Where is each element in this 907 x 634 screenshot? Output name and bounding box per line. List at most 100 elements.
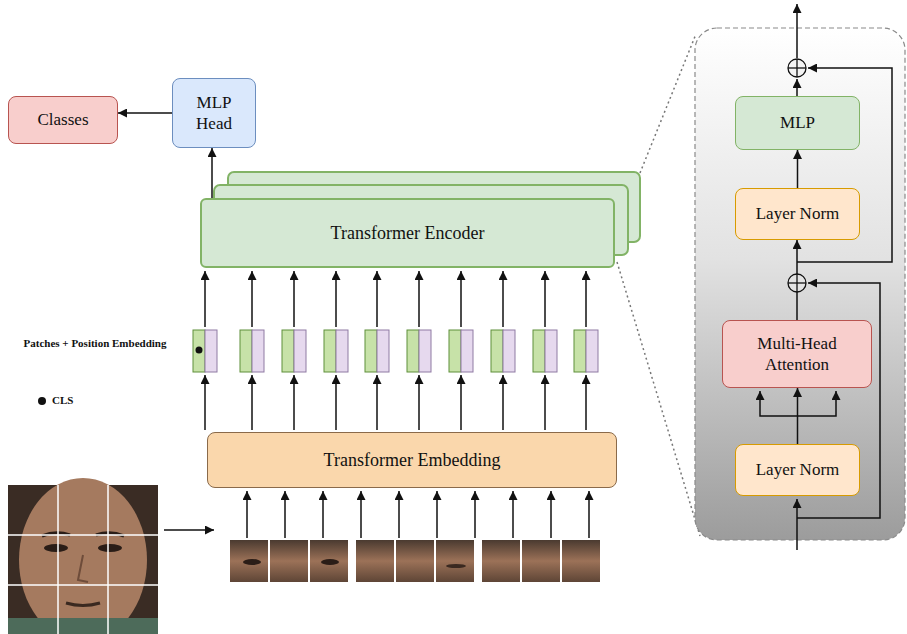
image-patches — [230, 540, 600, 582]
cls-label: CLS — [52, 393, 73, 407]
patch-token — [365, 330, 377, 372]
token-arrow — [335, 271, 337, 327]
patch-arrow — [588, 491, 590, 538]
encoder-box: Transformer Encoder — [200, 198, 615, 268]
image-patch — [562, 540, 600, 582]
attention-box: Multi-Head Attention — [722, 320, 872, 388]
patch-token — [491, 330, 503, 372]
zoom-line — [640, 34, 696, 173]
add-symbol — [788, 274, 806, 292]
eye — [243, 559, 261, 565]
eye — [98, 544, 122, 552]
connector-arrow — [797, 388, 799, 444]
token-arrow — [460, 271, 462, 327]
add-cross — [796, 274, 797, 292]
cls-dot — [38, 397, 46, 405]
embedding-arrows — [205, 375, 586, 430]
head-box: MLP Head — [172, 78, 256, 148]
embedding-arrow — [251, 375, 253, 430]
embedding-arrow — [585, 375, 587, 430]
connector-arrow — [797, 150, 799, 188]
position-token — [336, 330, 348, 372]
embedding-arrow — [502, 375, 504, 430]
embedding-box: Transformer Embedding — [207, 432, 617, 488]
box-text: Multi-Head Attention — [741, 333, 853, 376]
output-arrow — [796, 4, 798, 58]
face-image — [8, 478, 158, 634]
cls-dot — [196, 347, 203, 354]
box-text: MLP — [780, 112, 815, 133]
patch-arrow — [512, 491, 514, 538]
grid-line — [57, 485, 59, 634]
image-patch — [436, 540, 474, 582]
patch-token — [407, 330, 419, 372]
patch-token — [574, 330, 586, 372]
embedding-arrow — [418, 375, 420, 430]
position-token — [205, 330, 217, 372]
token-arrow — [376, 271, 378, 327]
position-token — [461, 330, 473, 372]
shirt — [8, 618, 158, 634]
image-patch — [270, 540, 308, 582]
patch-token — [533, 330, 545, 372]
encoder-detail-panel — [695, 28, 905, 540]
patch-token — [193, 330, 205, 372]
layer-norm-box: Layer Norm — [735, 188, 860, 240]
patch-arrow — [436, 491, 438, 538]
box-text: Transformer Encoder — [331, 222, 485, 245]
image-patch — [522, 540, 560, 582]
image-patch — [356, 540, 394, 582]
mouth — [446, 564, 466, 568]
embedding-arrow — [293, 375, 295, 430]
position-token — [503, 330, 515, 372]
box-text: Layer Norm — [756, 203, 840, 224]
patch-arrow — [398, 491, 400, 538]
layer-norm-box: Layer Norm — [735, 444, 860, 496]
patch-arrows — [247, 491, 589, 538]
embedding-arrow — [204, 375, 206, 430]
image-to-patches-arrow — [164, 529, 214, 531]
token-arrow — [502, 271, 504, 327]
patch-token — [282, 330, 294, 372]
patch-token — [240, 330, 252, 372]
image-patch — [396, 540, 434, 582]
position-token — [294, 330, 306, 372]
attention-input-arrow — [760, 391, 797, 416]
patch-arrow — [474, 491, 476, 538]
image-patch — [482, 540, 520, 582]
add-symbol — [788, 59, 806, 77]
position-token — [419, 330, 431, 372]
add-circle — [788, 274, 806, 292]
face-skin — [19, 478, 147, 634]
add-circle — [788, 59, 806, 77]
image-patch — [310, 540, 348, 582]
eye — [321, 559, 339, 565]
connector-arrow — [796, 240, 798, 320]
token-arrow — [585, 271, 587, 327]
box-text: Classes — [38, 109, 89, 130]
embedding-arrow — [376, 375, 378, 430]
input-arrow — [796, 499, 798, 550]
eye — [44, 544, 68, 552]
patch-token — [449, 330, 461, 372]
grid-line — [107, 485, 109, 634]
mlp-to-add-arrow — [796, 79, 798, 96]
mouth — [66, 603, 100, 606]
token-arrows — [205, 271, 586, 327]
grid-line — [8, 534, 158, 536]
attention-input-arrow — [797, 391, 836, 416]
token-arrow — [544, 271, 546, 327]
token-row — [193, 330, 598, 372]
patch-arrow — [284, 491, 286, 538]
nose — [78, 555, 88, 582]
add-cross — [796, 59, 797, 77]
patch-arrow — [360, 491, 362, 538]
embedding-arrow — [335, 375, 337, 430]
embedding-arrow — [460, 375, 462, 430]
token-row-label: Patches + Position Embedding — [20, 336, 170, 350]
box-text: MLP Head — [183, 92, 245, 135]
position-token — [586, 330, 598, 372]
token-arrow — [293, 271, 295, 327]
output-box: Classes — [8, 96, 118, 144]
